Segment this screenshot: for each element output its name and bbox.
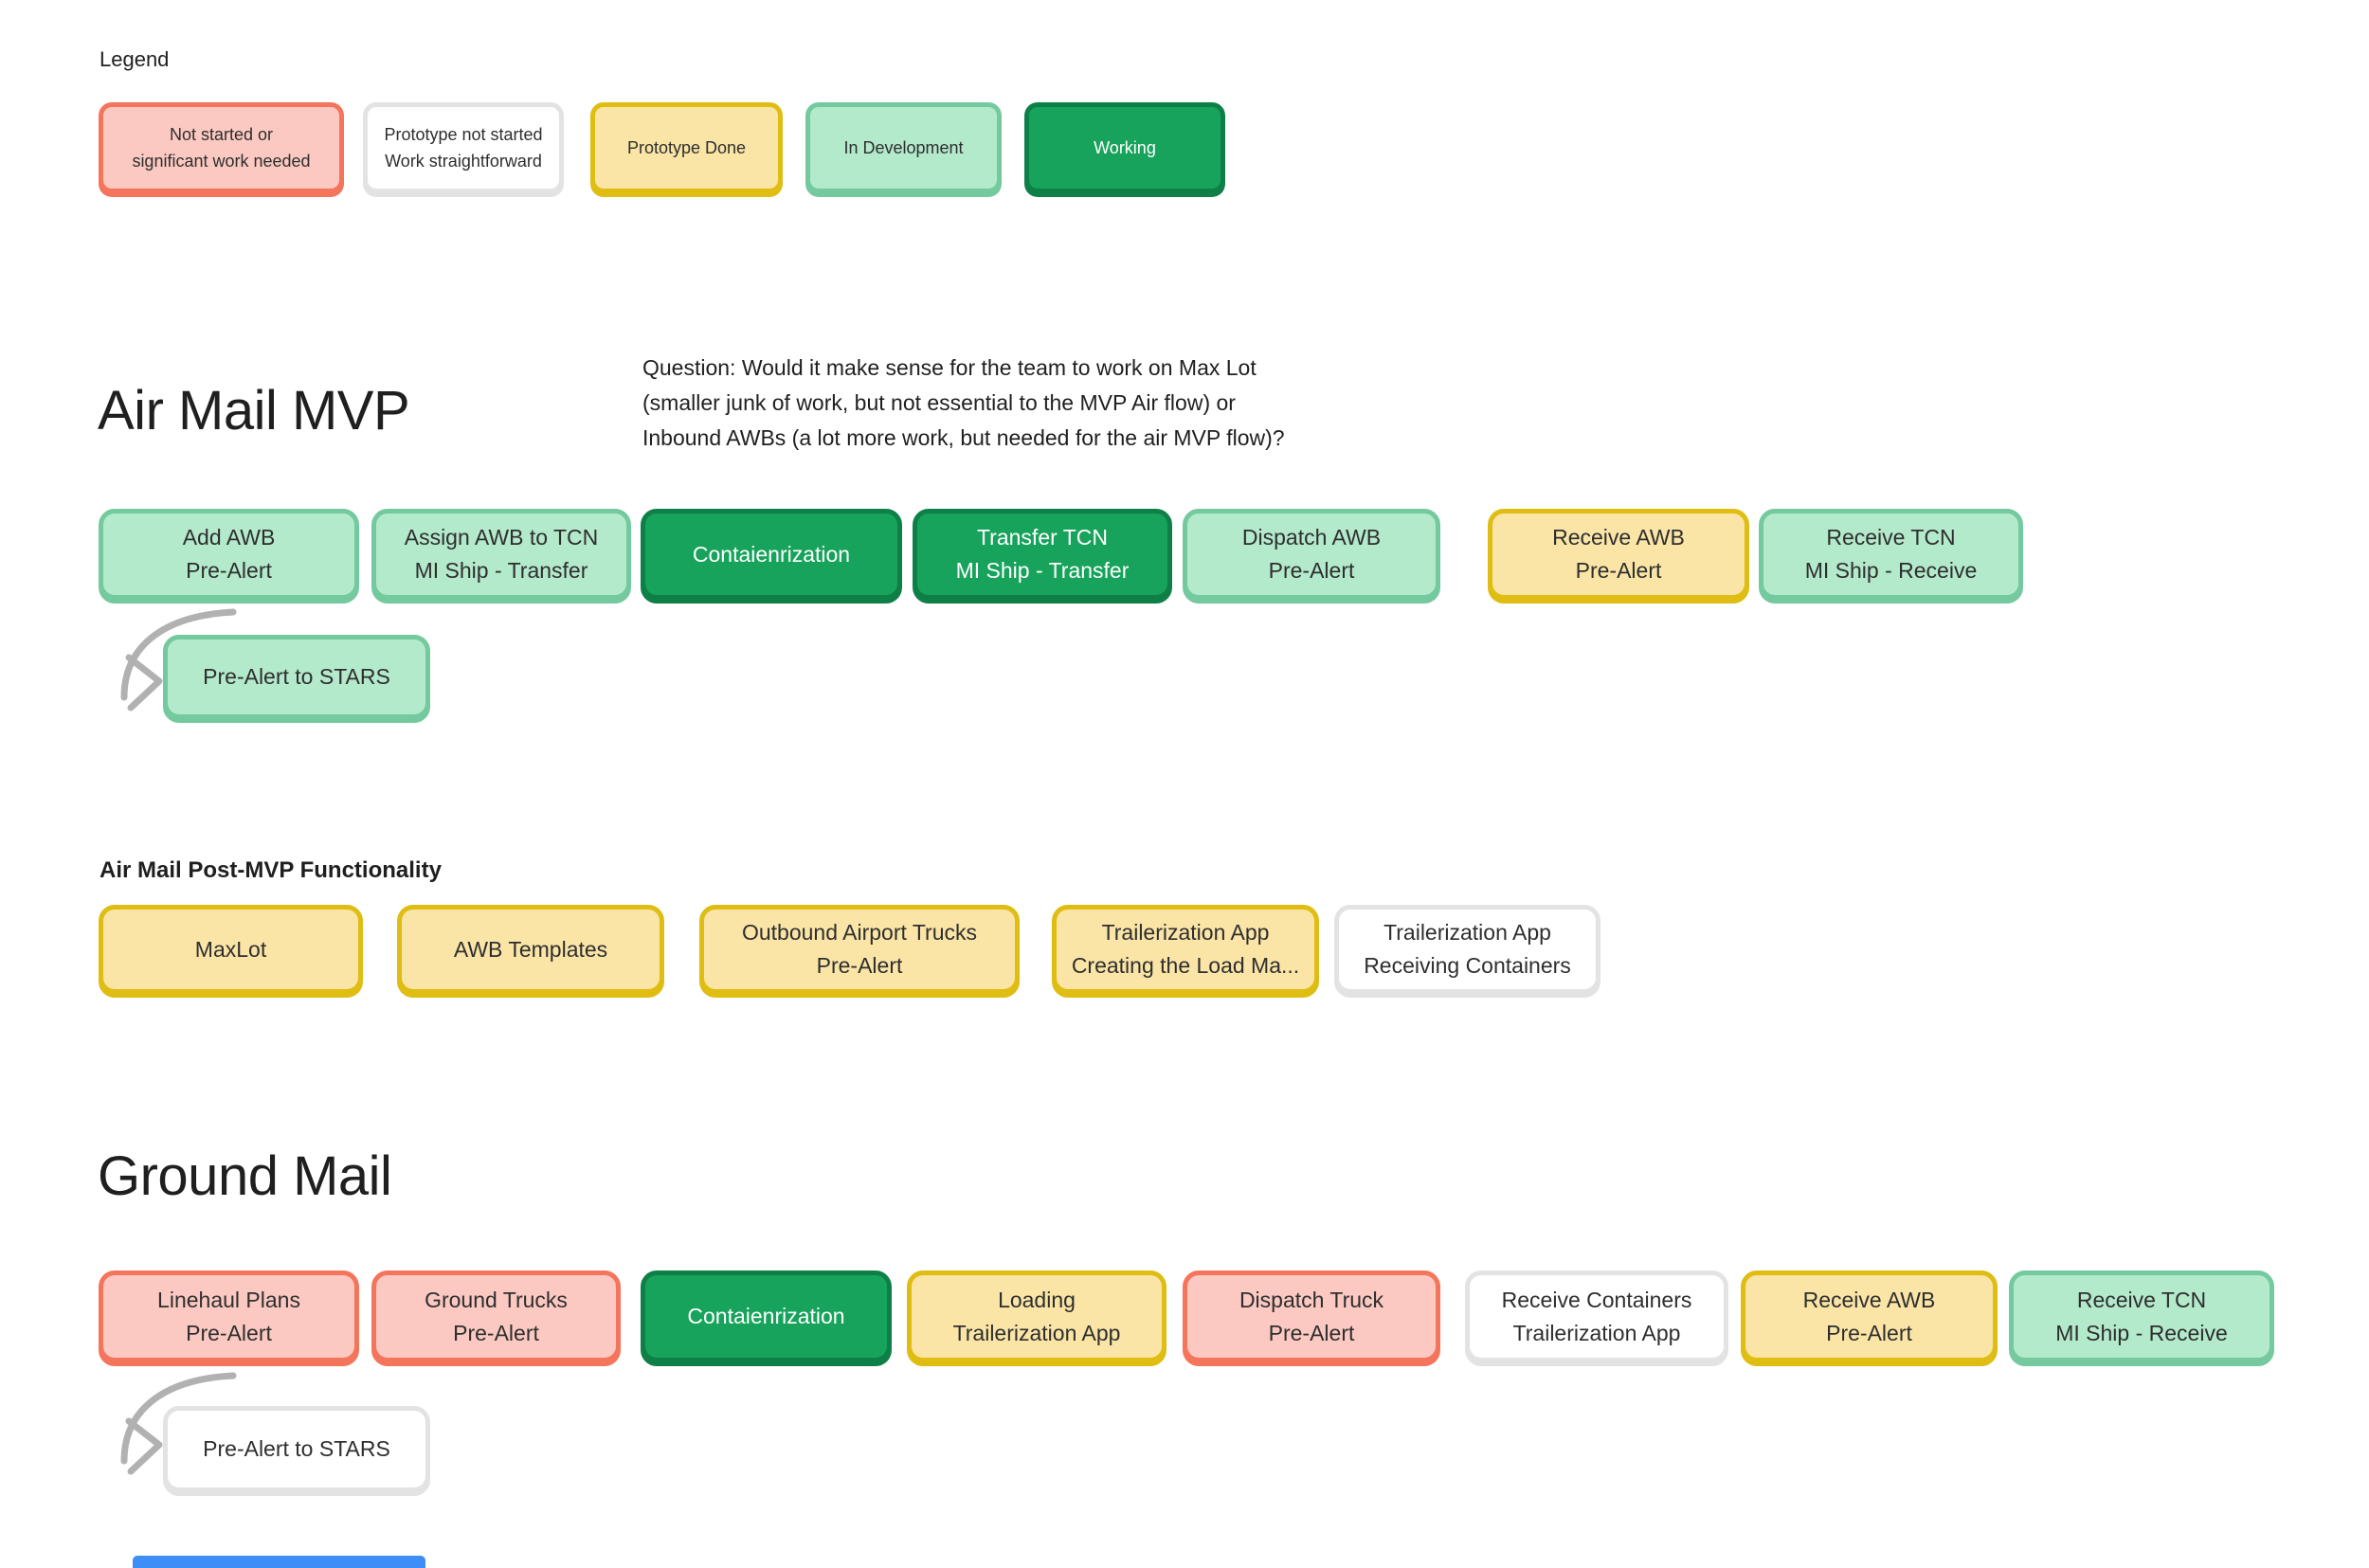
air-mvp-step[interactable]: Receive AWB Pre-Alert	[1488, 509, 1749, 600]
question-line: Inbound AWBs (a lot more work, but neede…	[642, 425, 1285, 450]
step-label-line: Receiving Containers	[1364, 953, 1571, 978]
step-label-line: Pre-Alert	[1268, 1320, 1355, 1345]
step-label-line: Receive Containers	[1501, 1287, 1692, 1312]
step-label-line: Pre-Alert	[1826, 1320, 1912, 1345]
step-label-line: Dispatch AWB	[1241, 525, 1382, 550]
ground-mail-title: Ground Mail	[98, 1145, 392, 1207]
air-post-mvp-step[interactable]: AWB Templates	[397, 905, 664, 994]
step-label-line: Work straightforward	[385, 152, 542, 171]
step-label-line: Trailerization App	[1383, 920, 1551, 945]
step-label-line: Receive TCN	[2076, 1287, 2207, 1312]
question-line: (smaller junk of work, but not essential…	[642, 390, 1236, 415]
legend-item[interactable]: In Development	[805, 102, 1002, 193]
step-label-line: Pre-Alert	[1575, 558, 1662, 583]
step-label-line: Pre-Alert	[453, 1320, 539, 1345]
air-mvp-step[interactable]: Assign AWB to TCN MI Ship - Transfer	[371, 509, 631, 600]
air-mail-mvp-title: Air Mail MVP	[98, 380, 410, 442]
step-label-line: Outbound Airport Trucks	[741, 920, 977, 945]
step-label-line: Pre-Alert to STARS	[203, 664, 390, 689]
step-label-line: Dispatch Truck	[1239, 1287, 1384, 1312]
ground-step[interactable]: Contaienrization	[641, 1271, 892, 1362]
step-label-line: Transfer TCN	[976, 525, 1109, 550]
legend-item[interactable]: Working	[1024, 102, 1225, 193]
step-label-line: Pre-Alert to STARS	[203, 1436, 390, 1461]
ground-step[interactable]: Receive AWB Pre-Alert	[1741, 1271, 1998, 1362]
air-post-mvp-title: Air Mail Post-MVP Functionality	[99, 857, 442, 883]
step-label-line: MI Ship - Receive	[2055, 1320, 2228, 1345]
step-label-line: Pre-Alert	[186, 558, 272, 583]
step-label-line: Add AWB	[182, 525, 276, 550]
partial-blue-shape[interactable]	[133, 1556, 425, 1568]
air-mvp-step[interactable]: Dispatch AWB Pre-Alert	[1183, 509, 1440, 600]
legend-item[interactable]: Not started or significant work needed	[99, 102, 344, 193]
step-label-line: Receive AWB	[1802, 1287, 1936, 1312]
step-label-line: Trailerization App	[1512, 1320, 1681, 1345]
step-label-line: Assign AWB to TCN	[404, 525, 599, 550]
step-label-line: Loading	[998, 1287, 1076, 1312]
step-label-line: Creating the Load Ma...	[1071, 953, 1300, 978]
step-label-line: AWB Templates	[453, 936, 608, 962]
step-label-line: Working	[1094, 138, 1156, 157]
step-label-line: In Development	[843, 138, 964, 157]
step-label-line: MI Ship - Transfer	[955, 558, 1130, 583]
air-mvp-step[interactable]: Transfer TCN MI Ship - Transfer	[913, 509, 1172, 600]
step-label-line: Ground Trucks	[425, 1287, 568, 1312]
step-label-line: Receive AWB	[1552, 525, 1685, 550]
question-note: Question: Would it make sense for the te…	[642, 351, 1382, 456]
step-label-line: significant work needed	[132, 152, 311, 171]
arrowhead-icon	[125, 654, 163, 712]
step-label-line: Pre-Alert	[186, 1320, 272, 1345]
air-mvp-step[interactable]: Receive TCN MI Ship - Receive	[1759, 509, 2023, 600]
step-label-line: MI Ship - Receive	[1804, 558, 1978, 583]
step-label-line: Trailerization App	[952, 1320, 1121, 1345]
step-label-line: Prototype Done	[626, 138, 747, 157]
air-prealert-stars-step[interactable]: Pre-Alert to STARS	[163, 635, 430, 719]
ground-step[interactable]: Receive TCN MI Ship - Receive	[2009, 1271, 2274, 1362]
step-label-line: Not started or	[169, 125, 274, 144]
step-label-line: MaxLot	[194, 936, 267, 962]
step-label-line: Linehaul Plans	[157, 1287, 300, 1312]
arrowhead-icon	[125, 1417, 163, 1475]
step-label-line: Contaienrization	[692, 541, 851, 567]
question-line: Question: Would it make sense for the te…	[642, 355, 1257, 380]
ground-prealert-stars-step[interactable]: Pre-Alert to STARS	[163, 1406, 430, 1492]
step-label-line: Receive TCN	[1826, 525, 1956, 550]
step-label-line: Contaienrization	[687, 1304, 845, 1328]
step-label-line: MI Ship - Transfer	[414, 558, 588, 583]
air-post-mvp-step[interactable]: MaxLot	[99, 905, 363, 994]
air-mvp-step[interactable]: Contaienrization	[641, 509, 902, 600]
legend-item[interactable]: Prototype Done	[590, 102, 783, 193]
step-label-line: Trailerization App	[1101, 920, 1270, 945]
air-mvp-step[interactable]: Add AWB Pre-Alert	[99, 509, 359, 600]
step-label-line: Prototype not started	[384, 125, 543, 144]
step-label-line: Pre-Alert	[816, 953, 903, 978]
legend-title: Legend	[99, 47, 170, 71]
step-label-line: Pre-Alert	[1268, 558, 1355, 583]
